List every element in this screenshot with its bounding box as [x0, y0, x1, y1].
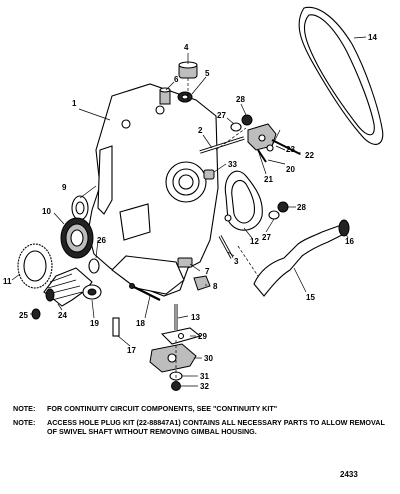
- callout-23: 23: [286, 145, 295, 154]
- callout-33: 33: [228, 160, 237, 169]
- part-25-clamp: [31, 308, 41, 320]
- callout-4: 4: [184, 43, 189, 52]
- part-17-dowel: [112, 317, 120, 337]
- callout-19: 19: [90, 319, 99, 328]
- callout-2: 2: [198, 126, 203, 135]
- part-22-stud: [271, 139, 301, 155]
- callout-13: 13: [191, 313, 200, 322]
- callout-21: 21: [264, 175, 273, 184]
- part-3-shaft: [218, 235, 234, 259]
- part-16-clamp: [338, 219, 350, 237]
- callout-3: 3: [234, 257, 239, 266]
- callout-5: 5: [205, 69, 210, 78]
- callout-14: 14: [368, 33, 377, 42]
- note-text: FOR CONTINUITY CIRCUIT COMPONENTS, SEE "…: [47, 404, 278, 413]
- part-4-cap: [178, 61, 198, 79]
- part-29-plate: [160, 327, 202, 345]
- part-18-pin: [129, 283, 161, 301]
- figure-number: 2433: [340, 470, 358, 479]
- part-24-bellows: [43, 267, 93, 307]
- part-5-seal: [177, 91, 193, 103]
- part-27-washer-upper: [230, 122, 242, 132]
- callout-30: 30: [204, 354, 213, 363]
- callout-24: 24: [58, 311, 67, 320]
- note-access-hole: NOTE: ACCESS HOLE PLUG KIT (22-88847A1) …: [13, 418, 393, 437]
- callout-17: 17: [127, 346, 136, 355]
- part-23-washer: [266, 144, 274, 152]
- callout-20: 20: [286, 165, 295, 174]
- callout-28-lower: 28: [297, 203, 306, 212]
- callout-18: 18: [136, 319, 145, 328]
- part-7-fitting: [177, 257, 193, 268]
- callout-11: 11: [3, 277, 12, 286]
- callout-9: 9: [62, 183, 67, 192]
- callout-32: 32: [200, 382, 209, 391]
- part-1-gimbal-housing: [87, 83, 219, 297]
- callout-27-upper: 27: [217, 111, 226, 120]
- callout-29: 29: [198, 332, 207, 341]
- part-12-band: [224, 170, 263, 231]
- part-20-screw: [257, 149, 267, 163]
- callout-6: 6: [174, 75, 179, 84]
- part-28-nut-upper: [241, 114, 253, 126]
- notes-block: NOTE: FOR CONTINUITY CIRCUIT COMPONENTS,…: [13, 404, 393, 437]
- part-26-o-ring: [88, 258, 100, 274]
- callout-22: 22: [305, 151, 314, 160]
- part-6-bushing: [159, 87, 171, 105]
- leader-lines: [11, 36, 367, 387]
- callout-7: 7: [205, 267, 210, 276]
- callout-27-lower: 27: [262, 233, 271, 242]
- part-30-cover: [149, 343, 197, 373]
- callout-labels: 1 2 3 4 5 6 7 8 9 10 11 12 13 14 15 16 1…: [3, 33, 377, 391]
- part-9-seal: [71, 195, 89, 221]
- part-10-bearing: [60, 217, 94, 259]
- part-33-plug: [203, 169, 215, 180]
- callout-15: 15: [306, 293, 315, 302]
- part-32-nut: [171, 381, 181, 391]
- part-2-swivel-pin: [199, 136, 245, 154]
- callout-28-upper: 28: [236, 95, 245, 104]
- callout-31: 31: [200, 372, 209, 381]
- callout-25: 25: [19, 311, 28, 320]
- callout-26: 26: [97, 236, 106, 245]
- callout-8: 8: [213, 282, 218, 291]
- part-19-gasket: [82, 284, 102, 300]
- callout-1: 1: [72, 99, 77, 108]
- callout-12: 12: [250, 237, 259, 246]
- part-14-gasket: [298, 6, 384, 145]
- part-11-ring-gear: [17, 243, 53, 289]
- part-8-elbow: [193, 275, 211, 291]
- note-continuity: NOTE: FOR CONTINUITY CIRCUIT COMPONENTS,…: [13, 404, 393, 414]
- callout-10: 10: [42, 207, 51, 216]
- part-27-washer-lower: [268, 210, 280, 220]
- callout-16: 16: [345, 237, 354, 246]
- note-text: ACCESS HOLE PLUG KIT (22-88847A1) CONTAI…: [47, 417, 385, 437]
- note-label: NOTE:: [13, 404, 36, 413]
- part-28-nut-lower: [277, 201, 289, 213]
- note-label: NOTE:: [13, 417, 36, 427]
